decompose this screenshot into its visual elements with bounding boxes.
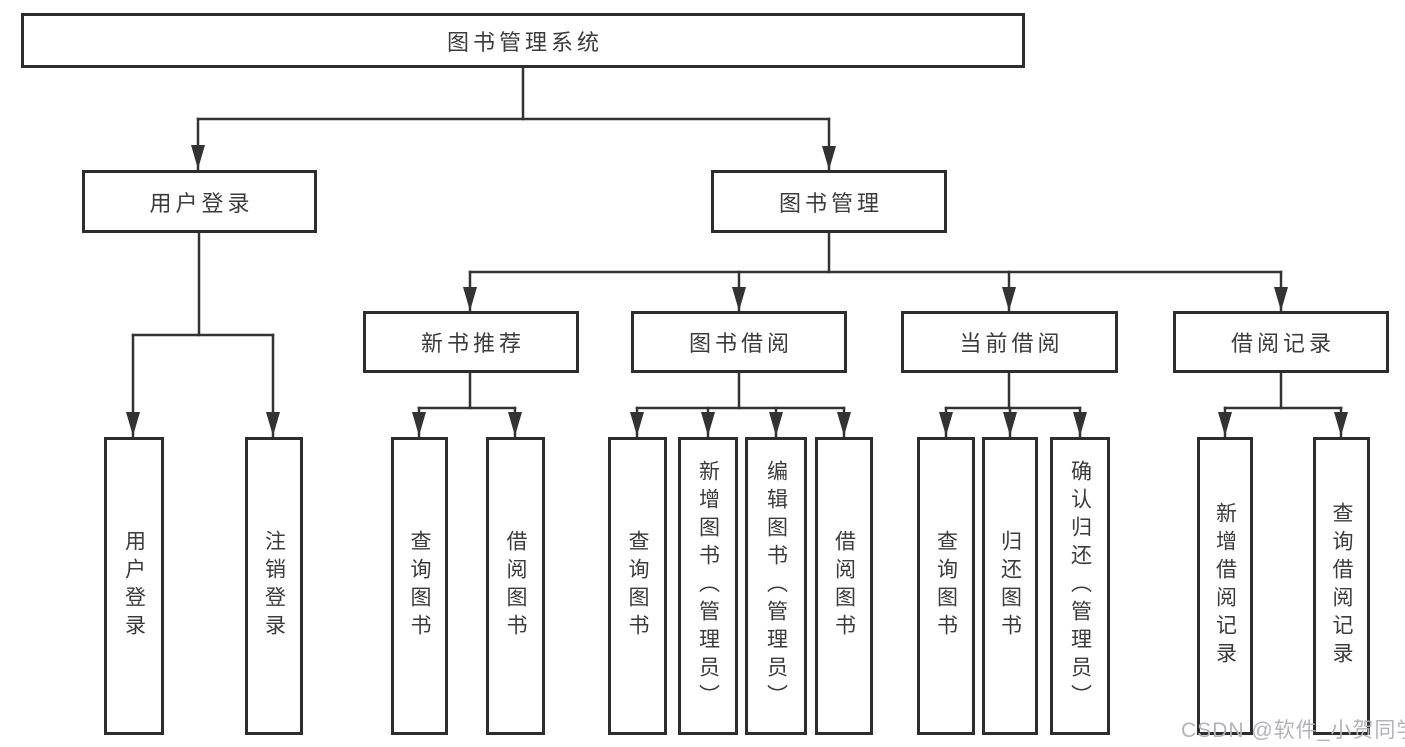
node-book-management-branch: 图书管理 — [711, 170, 947, 233]
node-leaf-query-books-borrow: 查询图书 — [608, 437, 667, 735]
node-leaf-query-books-current: 查询图书 — [917, 437, 975, 735]
node-leaf-query-books-recommend: 查询图书 — [391, 437, 448, 735]
node-user-login-branch: 用户登录 — [82, 170, 317, 233]
node-label: 编辑图书（管理员） — [764, 460, 788, 712]
node-leaf-borrow-books-recommend: 借阅图书 — [486, 437, 545, 735]
node-root-system: 图书管理系统 — [21, 13, 1025, 68]
node-label: 查询图书 — [626, 530, 649, 642]
node-leaf-query-borrow-record: 查询借阅记录 — [1313, 437, 1370, 735]
node-label: 查询借阅记录 — [1330, 502, 1353, 670]
node-leaf-borrow-books: 借阅图书 — [815, 437, 873, 735]
node-book-borrow: 图书借阅 — [631, 311, 847, 373]
node-label: 新增借阅记录 — [1213, 502, 1237, 670]
node-label: 确认归还（管理员） — [1068, 460, 1092, 712]
node-leaf-return-book: 归还图书 — [982, 437, 1038, 735]
node-label: 图书管理系统 — [446, 29, 603, 55]
node-borrow-record: 借阅记录 — [1173, 311, 1389, 373]
node-label: 用户登录 — [149, 190, 254, 216]
node-label: 新书推荐 — [420, 331, 525, 356]
node-label: 归还图书 — [998, 530, 1022, 642]
node-new-book-recommend: 新书推荐 — [363, 311, 579, 373]
node-label: 注销登录 — [262, 530, 286, 642]
watermark: CSDN @软件_小贺同学 — [1181, 719, 1405, 742]
node-label: 用户登录 — [122, 530, 146, 642]
node-leaf-user-login: 用户登录 — [104, 437, 164, 735]
node-leaf-add-book-admin: 新增图书（管理员） — [678, 437, 738, 735]
node-leaf-confirm-return-admin: 确认归还（管理员） — [1050, 437, 1110, 735]
node-label: 新增图书（管理员） — [696, 460, 720, 712]
node-leaf-add-borrow-record: 新增借阅记录 — [1197, 437, 1253, 735]
node-label: 借阅图书 — [504, 530, 527, 642]
node-label: 查询图书 — [408, 530, 431, 642]
node-label: 图书管理 — [778, 190, 883, 216]
node-label: 查询图书 — [934, 530, 958, 642]
node-label: 借阅记录 — [1230, 331, 1335, 356]
node-leaf-logout: 注销登录 — [245, 437, 303, 735]
node-label: 当前借阅 — [959, 331, 1064, 356]
node-label: 借阅图书 — [832, 530, 856, 642]
node-leaf-edit-book-admin: 编辑图书（管理员） — [745, 437, 807, 735]
node-current-borrow: 当前借阅 — [901, 311, 1118, 373]
node-label: 图书借阅 — [688, 331, 793, 356]
